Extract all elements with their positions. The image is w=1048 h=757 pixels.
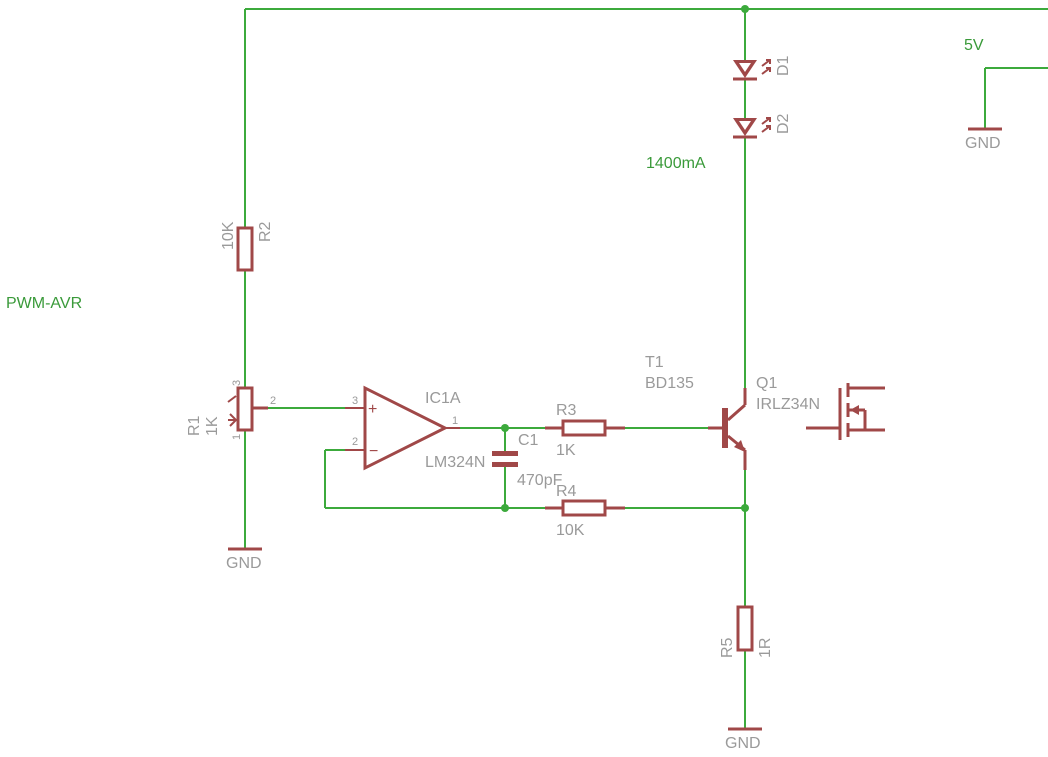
c1-name: C1 (518, 432, 539, 449)
c1-plate-bottom (492, 462, 518, 467)
r1-value: 1K (204, 416, 221, 436)
ic1a-value: LM324N (425, 454, 485, 471)
junction-c1-top (501, 424, 509, 432)
r2-name: R2 (257, 221, 274, 242)
net-label-5v: 5V (964, 37, 984, 54)
q1-name: Q1 (756, 375, 777, 392)
c1-value: 470pF (517, 472, 563, 489)
opamp-pin-3: 3 (352, 395, 358, 407)
trimmer-r1: 3 2 1 R1 1K (186, 380, 276, 440)
led-d1: D1 (733, 55, 792, 81)
t1-value: BD135 (645, 375, 694, 392)
junctions (501, 5, 749, 512)
c1-plate-top (492, 451, 518, 456)
t1-name: T1 (645, 354, 664, 371)
r1-name: R1 (186, 415, 203, 436)
d1-light-arrows (761, 59, 771, 75)
r1-body (236, 386, 254, 432)
d1-name: D1 (775, 55, 792, 76)
ground-supply-label: GND (965, 135, 1001, 152)
r3-body (561, 419, 607, 437)
d2-light-arrows (761, 117, 771, 133)
r4-name: R4 (556, 483, 577, 500)
r4-body (561, 499, 607, 517)
resistor-r3: R3 1K (545, 402, 625, 459)
resistor-r2: R2 10K (220, 221, 274, 272)
ground-supply: GND (965, 127, 1002, 152)
mosfet-q1: Q1 IRLZ34N (756, 375, 885, 440)
r5-name: R5 (719, 637, 736, 658)
q1-value: IRLZ34N (756, 396, 820, 413)
r1-pin-1: 1 (231, 434, 243, 440)
t1-base-bar (722, 408, 728, 448)
r1-pin-3: 3 (231, 380, 243, 386)
d1-triangle-inner (739, 63, 751, 72)
ground-bottom-label: GND (725, 735, 761, 752)
r2-body (236, 226, 254, 272)
resistor-r4: R4 10K (545, 483, 625, 539)
t1-emitter-arrow (734, 440, 745, 452)
q1-body-arrow (850, 405, 859, 415)
t1-collector (727, 403, 746, 422)
transistor-t1: T1 BD135 (645, 354, 747, 470)
r4-value: 10K (556, 522, 585, 539)
junction-emitter (741, 504, 749, 512)
junction-top (741, 5, 749, 13)
junction-c1-bottom (501, 504, 509, 512)
r2-value: 10K (220, 221, 237, 250)
ground-left-label: GND (226, 555, 262, 572)
capacitor-c1: C1 470pF (492, 432, 563, 489)
opamp-plus-sign: + (368, 401, 377, 418)
ic1a-name: IC1A (425, 390, 461, 407)
net-label-pwm: PWM-AVR (6, 295, 82, 312)
r1-pin-2: 2 (270, 395, 276, 407)
opamp-pin-1: 1 (452, 415, 458, 427)
ground-bottom: GND (725, 727, 762, 752)
led-d2: D2 (733, 113, 792, 139)
r1-adjust-arrow (228, 413, 238, 427)
opamp-body (363, 385, 449, 471)
opamp-ic1a: + − 3 2 1 IC1A LM324N (345, 385, 485, 471)
r3-value: 1K (556, 442, 576, 459)
ground-left: GND (226, 547, 262, 572)
opamp-minus-sign: − (369, 443, 378, 460)
d2-name: D2 (775, 113, 792, 134)
net-label-current: 1400mA (646, 155, 706, 172)
r3-name: R3 (556, 402, 577, 419)
d2-triangle-inner (739, 121, 751, 130)
wires (244, 8, 1048, 728)
resistor-r5: R5 1R (719, 605, 774, 658)
r5-body (736, 605, 754, 652)
r5-value: 1R (757, 638, 774, 658)
r1-adjust-line (227, 395, 237, 403)
opamp-pin-2: 2 (352, 436, 358, 448)
